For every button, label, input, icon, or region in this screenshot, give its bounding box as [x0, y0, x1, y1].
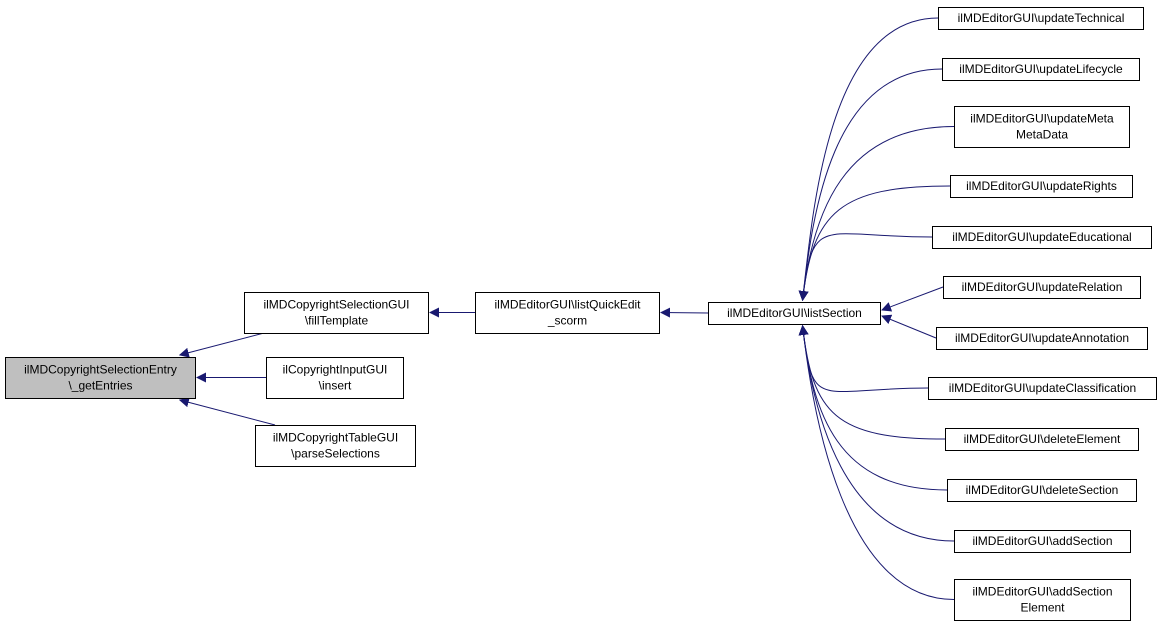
edge-updateEducational-to-listSection	[798, 233, 933, 301]
node-updateAnnotation-label-line-0: ilMDEditorGUI\updateAnnotation	[955, 331, 1129, 345]
edge-updateRights-to-listSection	[798, 185, 951, 301]
edge-parseSelections-to-getEntries	[178, 397, 276, 426]
node-getEntries-label-line-1: \_getEntries	[68, 379, 132, 393]
node-parseSelections-label-line-1: \parseSelections	[291, 447, 380, 461]
node-updateLifecycle[interactable]: ilMDEditorGUI\updateLifecycle	[942, 58, 1140, 81]
node-updateMetaMetaData-label-line-1: MetaData	[1016, 128, 1068, 142]
node-getEntries[interactable]: ilMDCopyrightSelectionEntry \_getEntries	[5, 357, 196, 399]
node-updateRights-label-line-0: ilMDEditorGUI\updateRights	[966, 179, 1117, 193]
edge-listSection-to-listQuickEdit	[660, 307, 709, 318]
node-fillTemplate-label-line-1: \fillTemplate	[305, 314, 369, 328]
node-parseSelections[interactable]: ilMDCopyrightTableGUI \parseSelections	[255, 425, 416, 467]
node-updateRights[interactable]: ilMDEditorGUI\updateRights	[950, 175, 1133, 198]
node-deleteElement-box	[945, 428, 1139, 451]
edge-addSectionElement-to-listSection	[798, 325, 955, 600]
node-updateClassification-label-line-0: ilMDEditorGUI\updateClassification	[949, 381, 1136, 395]
node-updateEducational-box	[932, 226, 1152, 249]
node-listQuickEdit-label-line-1: _scorm	[547, 314, 587, 328]
node-getEntries-label-line-0: ilMDCopyrightSelectionEntry	[24, 363, 177, 377]
edge-updateRelation-to-listSection	[881, 286, 944, 312]
node-layer: ilMDCopyrightSelectionEntry\_getEntriesi…	[5, 7, 1157, 621]
node-getEntries-box	[5, 357, 196, 399]
edge-layer	[178, 17, 955, 600]
node-listQuickEdit-box	[475, 292, 660, 334]
node-updateAnnotation-box	[936, 327, 1148, 350]
node-parseSelections-label-line-0: ilMDCopyrightTableGUI	[273, 431, 398, 445]
node-updateRelation[interactable]: ilMDEditorGUI\updateRelation	[943, 276, 1141, 299]
node-updateEducational[interactable]: ilMDEditorGUI\updateEducational	[932, 226, 1152, 249]
node-updateTechnical-box	[938, 7, 1144, 30]
node-updateLifecycle-box	[942, 58, 1140, 81]
node-listSection[interactable]: ilMDEditorGUI\listSection	[708, 302, 881, 325]
node-fillTemplate-box	[244, 292, 429, 334]
node-addSection[interactable]: ilMDEditorGUI\addSection	[954, 530, 1131, 553]
edge-deleteElement-to-listSection	[798, 325, 946, 440]
node-updateClassification[interactable]: ilMDEditorGUI\updateClassification	[928, 377, 1157, 400]
edge-updateAnnotation-to-listSection	[881, 314, 937, 339]
node-insert-label-line-1: \insert	[319, 379, 352, 393]
node-deleteElement[interactable]: ilMDEditorGUI\deleteElement	[945, 428, 1139, 451]
node-deleteSection-label-line-0: ilMDEditorGUI\deleteSection	[966, 483, 1119, 497]
node-parseSelections-box	[255, 425, 416, 467]
node-listSection-label-line-0: ilMDEditorGUI\listSection	[727, 306, 862, 320]
node-addSection-label-line-0: ilMDEditorGUI\addSection	[972, 534, 1112, 548]
node-updateMetaMetaData-label-line-0: ilMDEditorGUI\updateMeta	[970, 112, 1114, 126]
node-fillTemplate[interactable]: ilMDCopyrightSelectionGUI \fillTemplate	[244, 292, 429, 334]
node-addSectionElement-label-line-0: ilMDEditorGUI\addSection	[972, 585, 1112, 599]
node-updateAnnotation[interactable]: ilMDEditorGUI\updateAnnotation	[936, 327, 1148, 350]
node-listQuickEdit[interactable]: ilMDEditorGUI\listQuickEdit _scorm	[475, 292, 660, 334]
node-updateLifecycle-label-line-0: ilMDEditorGUI\updateLifecycle	[959, 62, 1123, 76]
node-deleteSection[interactable]: ilMDEditorGUI\deleteSection	[947, 479, 1137, 502]
edge-updateTechnical-to-listSection	[798, 17, 939, 301]
node-fillTemplate-label-line-0: ilMDCopyrightSelectionGUI	[263, 298, 409, 312]
node-updateRights-box	[950, 175, 1133, 198]
node-updateTechnical[interactable]: ilMDEditorGUI\updateTechnical	[938, 7, 1144, 30]
node-addSectionElement-label-line-1: Element	[1020, 601, 1065, 615]
node-insert-box	[266, 357, 404, 399]
edge-updateLifecycle-to-listSection	[798, 68, 943, 301]
node-deleteElement-label-line-0: ilMDEditorGUI\deleteElement	[964, 432, 1121, 446]
node-updateClassification-box	[928, 377, 1157, 400]
node-updateMetaMetaData-box	[954, 106, 1130, 148]
node-addSectionElement-box	[954, 579, 1131, 621]
node-listQuickEdit-label-line-0: ilMDEditorGUI\listQuickEdit	[494, 298, 641, 312]
node-addSection-box	[954, 530, 1131, 553]
edge-deleteSection-to-listSection	[798, 325, 948, 491]
edge-updateClassification-to-listSection	[798, 325, 929, 393]
node-updateTechnical-label-line-0: ilMDEditorGUI\updateTechnical	[958, 11, 1125, 25]
node-updateRelation-box	[943, 276, 1141, 299]
node-updateRelation-label-line-0: ilMDEditorGUI\updateRelation	[962, 280, 1123, 294]
node-insert[interactable]: ilCopyrightInputGUI \insert	[266, 357, 404, 399]
node-deleteSection-box	[947, 479, 1137, 502]
node-listSection-box	[708, 302, 881, 325]
edge-fillTemplate-to-getEntries	[178, 332, 265, 358]
node-updateEducational-label-line-0: ilMDEditorGUI\updateEducational	[952, 230, 1131, 244]
node-insert-label-line-0: ilCopyrightInputGUI	[283, 363, 388, 377]
